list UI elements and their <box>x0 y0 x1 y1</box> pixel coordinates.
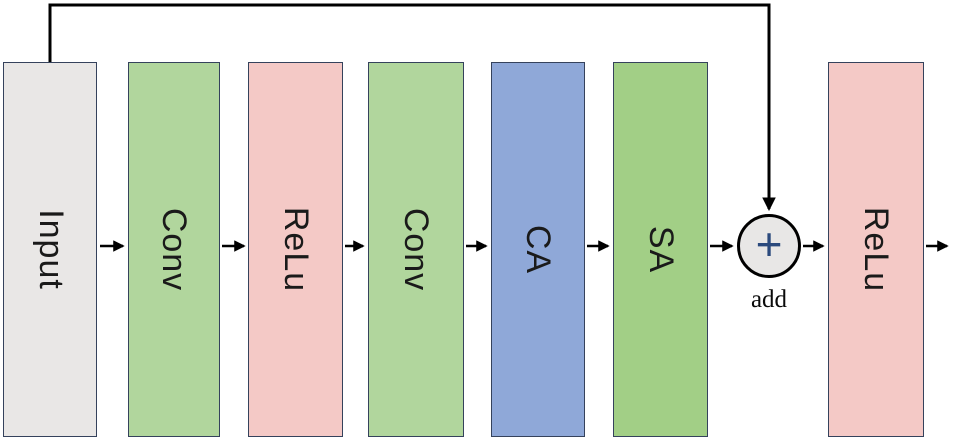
skip-connection-line <box>48 3 776 212</box>
block-channel-attention-label: CA <box>519 224 558 275</box>
block-conv-2-label: Conv <box>397 207 436 292</box>
block-input: Input <box>3 62 97 437</box>
block-conv-1: Conv <box>128 62 220 437</box>
add-node-label: add <box>750 286 788 313</box>
block-channel-attention: CA <box>491 62 585 437</box>
block-spatial-attention-label: SA <box>641 225 680 274</box>
add-node: + <box>737 214 801 278</box>
block-input-label: Input <box>31 209 70 290</box>
block-spatial-attention: SA <box>613 62 708 437</box>
plus-icon: + <box>755 218 783 270</box>
block-conv-2: Conv <box>368 62 464 437</box>
block-relu-2: ReLu <box>828 62 924 437</box>
block-relu-2-label: ReLu <box>857 206 896 293</box>
block-relu-1: ReLu <box>248 62 343 437</box>
block-relu-1-label: ReLu <box>277 206 315 293</box>
block-conv-1-label: Conv <box>155 207 194 292</box>
